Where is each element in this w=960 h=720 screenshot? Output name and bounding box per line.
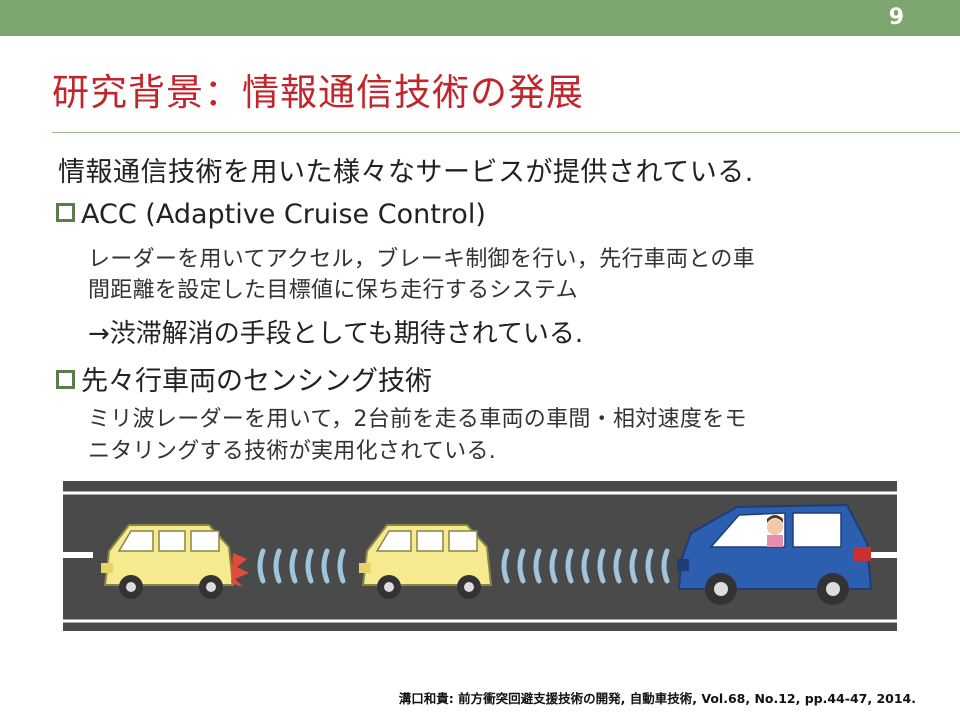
radar-waves: [501, 548, 670, 584]
lead-car-icon: [101, 524, 249, 599]
radar-waves: [257, 548, 346, 584]
bullet-text-line: 間距離を設定した目標値に保ち走行するシステム: [88, 278, 578, 303]
square-bullet-icon: [56, 203, 75, 222]
bullet-text-line: ニタリングする技術が実用化されている.: [88, 439, 497, 464]
bullet-text-line: ミリ波レーダーを用いて，2台前を走る車両の車間・相対速度をモ: [88, 407, 747, 432]
square-bullet-icon: [56, 370, 75, 389]
bullet-note: →渋滞解消の手段としても期待されている.: [88, 319, 584, 349]
bullet-heading: ACC (Adaptive Cruise Control): [81, 199, 486, 230]
bullet-heading: 先々行車両のセンシング技術: [81, 366, 432, 397]
top-bar: [0, 0, 960, 36]
slide-number: 9: [888, 5, 904, 30]
bullet-text-line: レーダーを用いてアクセル，ブレーキ制御を行い，先行車両との車: [88, 247, 756, 272]
middle-car-icon: [359, 524, 493, 599]
own-car-icon: [677, 503, 873, 605]
slide-title: 研究背景：情報通信技術の発展: [52, 71, 584, 114]
intro-text: 情報通信技術を用いた様々なサービスが提供されている.: [58, 157, 754, 188]
bullet-sensing: 先々行車両のセンシング技術: [56, 359, 432, 398]
radar-illustration: [63, 481, 897, 631]
citation: 溝口和貴: 前方衝突回避支援技術の開発, 自動車技術, Vol.68, No.1…: [398, 691, 916, 706]
bullet-acc: ACC (Adaptive Cruise Control): [56, 199, 486, 230]
title-divider: [52, 132, 960, 133]
